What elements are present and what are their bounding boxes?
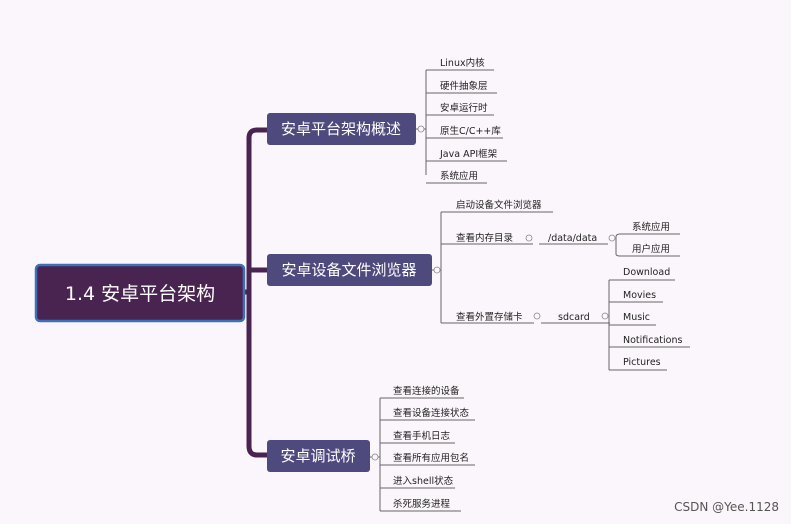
leaf-label: Notifications	[623, 335, 683, 346]
leaf-label: 用户应用	[632, 243, 670, 255]
collapse-toggle[interactable]	[601, 312, 609, 320]
leaf-label: 原生C/C++库	[440, 125, 501, 137]
leaf-label: 查看连接的设备	[393, 385, 460, 397]
trunk-line	[246, 443, 270, 458]
branch-label: 安卓调试桥	[280, 447, 355, 465]
root-node[interactable]: 1.4 安卓平台架构	[34, 263, 246, 323]
leaf-label: 查看设备连接状态	[393, 407, 470, 419]
collapse-toggle[interactable]	[371, 453, 379, 461]
branch-node-architecture-overview[interactable]: 安卓平台架构概述	[267, 113, 416, 145]
internal-storage-label: 查看内存目录	[456, 232, 514, 244]
collapse-toggle[interactable]	[608, 234, 616, 242]
branch1-leaves: Linux内核 硬件抽象层 安卓运行时 原生C/C++库 Java API框架 …	[439, 57, 501, 182]
leaf-label: 杀死服务进程	[393, 498, 451, 510]
collapse-toggle[interactable]	[417, 125, 425, 133]
leaf-label: Music	[623, 312, 650, 323]
branch2-connectors	[432, 211, 690, 371]
trunk-connectors	[241, 127, 270, 458]
branch-node-file-browser[interactable]: 安卓设备文件浏览器	[267, 254, 432, 286]
external-storage-label: 查看外置存储卡	[456, 311, 523, 323]
watermark: CSDN @Yee.1128	[674, 500, 779, 514]
leaf-label: 硬件抽象层	[440, 80, 488, 92]
leaf-label: 系统应用	[632, 221, 670, 233]
leaf-label: 进入shell状态	[393, 475, 454, 487]
branch1-connectors	[416, 69, 507, 184]
leaf-label: Movies	[623, 290, 656, 301]
startup-label: 启动设备文件浏览器	[456, 199, 542, 211]
internal-path-label: /data/data	[548, 233, 597, 244]
branch3-connectors	[370, 397, 475, 512]
branch-label: 安卓设备文件浏览器	[281, 261, 416, 279]
leaf-label: Java API框架	[439, 148, 498, 160]
collapse-toggle[interactable]	[533, 312, 541, 320]
branch-node-adb[interactable]: 安卓调试桥	[267, 440, 370, 472]
collapse-toggle[interactable]	[433, 266, 441, 274]
external-path-label: sdcard	[558, 312, 590, 323]
leaf-label: 安卓运行时	[440, 102, 488, 114]
trunk-line	[246, 127, 270, 141]
root-label: 1.4 安卓平台架构	[65, 283, 215, 305]
branch3-leaves: 查看连接的设备 查看设备连接状态 查看手机日志 查看所有应用包名 进入shell…	[393, 385, 470, 510]
collapse-toggle[interactable]	[525, 234, 533, 242]
leaf-label: Download	[623, 267, 670, 278]
leaf-label: 查看所有应用包名	[393, 452, 469, 464]
leaf-label: Linux内核	[440, 57, 485, 69]
branch-label: 安卓平台架构概述	[281, 120, 401, 138]
leaf-label: 系统应用	[440, 170, 478, 182]
branch2-leaves: 启动设备文件浏览器 查看内存目录 /data/data 系统应用 用户应用 查看…	[456, 199, 683, 368]
leaf-label: 查看手机日志	[393, 430, 450, 442]
leaf-label: Pictures	[623, 357, 661, 368]
